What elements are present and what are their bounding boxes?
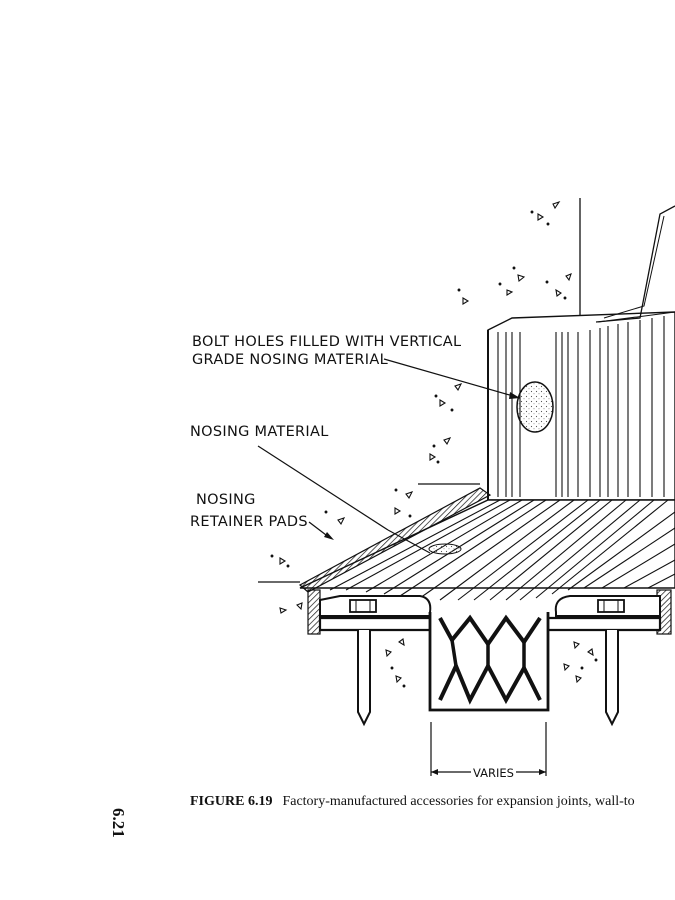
varies-dimension-label: VARIES (471, 766, 516, 780)
figure-caption: FIGURE 6.19 Factory-manufactured accessor… (190, 794, 635, 810)
right-anchor-assembly (546, 589, 672, 727)
nosing-material-label: NOSING MATERIAL (190, 424, 329, 440)
nosing-retainer-label-line2: RETAINER PADS (190, 514, 308, 530)
left-anchor-assembly (307, 589, 432, 727)
compression-seal (428, 612, 550, 712)
bolt-hole-filled (516, 381, 554, 433)
page-number: 6.21 (109, 808, 128, 838)
bolt-holes-label-line1: BOLT HOLES FILLED WITH VERTICAL (192, 334, 462, 350)
bolt-holes-label-line2: GRADE NOSING MATERIAL (192, 352, 388, 368)
figure-number: FIGURE 6.19 (190, 794, 273, 809)
concrete-aggregate-marks (270, 200, 598, 688)
floor-joint-cover (258, 483, 675, 601)
vertical-wall-cover (487, 198, 675, 501)
nosing-retainer-label-line1: NOSING (196, 492, 256, 508)
caption-text: Factory-manufactured accessories for exp… (282, 794, 635, 809)
leader-lines (257, 358, 521, 554)
